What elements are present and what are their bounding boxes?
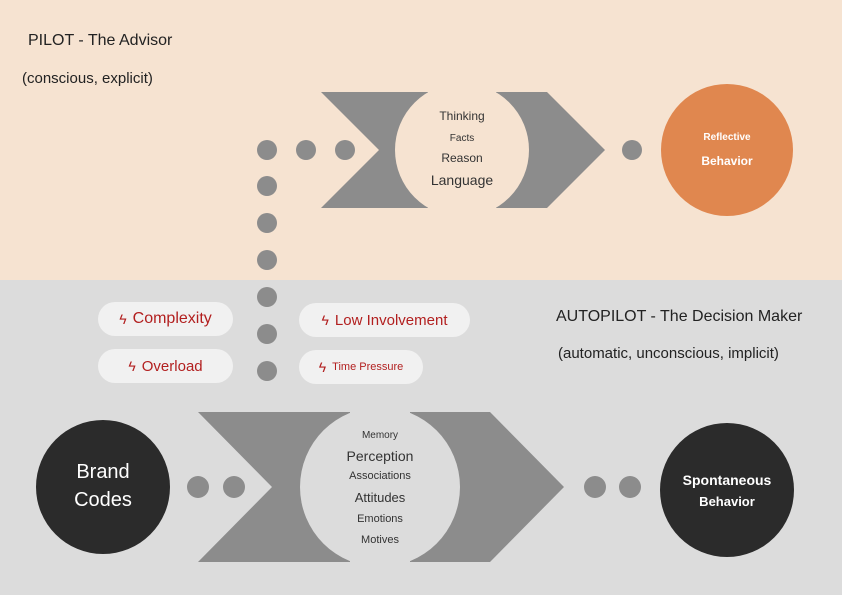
reflective-behavior-circle xyxy=(661,84,793,216)
spontaneous-label-2: Behavior xyxy=(699,494,755,509)
complexity-label: Complexity xyxy=(132,310,212,327)
spontaneous-label-1: Spontaneous xyxy=(682,472,772,488)
brand-codes-label-2: Codes xyxy=(74,489,132,511)
brand-codes-label-1: Brand xyxy=(76,461,130,483)
pilot-word-thinking: Thinking xyxy=(439,109,485,123)
pilot-mind-circle xyxy=(395,83,529,217)
autopilot-word-motives: Motives xyxy=(361,534,399,546)
autopilot-title: AUTOPILOT - The Decision Maker xyxy=(556,308,803,325)
lightning-icon: ϟ xyxy=(318,359,327,375)
dot xyxy=(257,140,277,160)
lightning-icon: ϟ xyxy=(119,311,127,327)
dot xyxy=(335,140,355,160)
reflective-label-1: Reflective xyxy=(703,132,751,143)
pilot-chevron-right xyxy=(496,92,605,208)
autopilot-subtitle: (automatic, unconscious, implicit) xyxy=(558,345,779,362)
autopilot-word-associations: Associations xyxy=(349,470,411,482)
overload-badge: ϟ Overload xyxy=(98,349,233,383)
pilot-title: PILOT - The Advisor xyxy=(28,32,173,49)
pilot-word-reason: Reason xyxy=(441,151,483,165)
pilot-subtitle: (conscious, explicit) xyxy=(22,70,153,87)
dot xyxy=(257,361,277,381)
reflective-label-2: Behavior xyxy=(701,154,753,168)
lightning-icon: ϟ xyxy=(321,312,329,328)
dot xyxy=(257,213,277,233)
complexity-badge: ϟ Complexity xyxy=(98,302,233,336)
dot xyxy=(622,140,642,160)
dot xyxy=(296,140,316,160)
autopilot-mind-circle xyxy=(300,407,460,567)
overload-label: Overload xyxy=(141,357,203,375)
autopilot-word-attitudes: Attitudes xyxy=(354,490,406,505)
dot xyxy=(223,476,245,498)
dot xyxy=(257,250,277,270)
spontaneous-behavior-circle xyxy=(660,423,794,557)
pilot-word-facts: Facts xyxy=(449,133,475,144)
autopilot-word-emotions: Emotions xyxy=(357,513,403,525)
pilot-word-language: Language xyxy=(430,172,494,188)
dot xyxy=(584,476,606,498)
time-pressure-label: Time Pressure xyxy=(332,361,404,373)
autopilot-word-perception: Perception xyxy=(346,448,414,464)
dot xyxy=(187,476,209,498)
dot xyxy=(619,476,641,498)
pilot-chevron-left xyxy=(321,92,428,208)
lightning-icon: ϟ xyxy=(128,358,136,374)
low-involvement-badge: ϟ Low Involvement xyxy=(299,303,470,337)
dot xyxy=(257,324,277,344)
autopilot-word-memory: Memory xyxy=(361,430,399,441)
time-pressure-badge: ϟ Time Pressure xyxy=(299,350,423,384)
dot xyxy=(257,287,277,307)
dot xyxy=(257,176,277,196)
brand-codes-circle xyxy=(36,420,170,554)
low-involvement-label: Low Involvement xyxy=(334,311,448,329)
